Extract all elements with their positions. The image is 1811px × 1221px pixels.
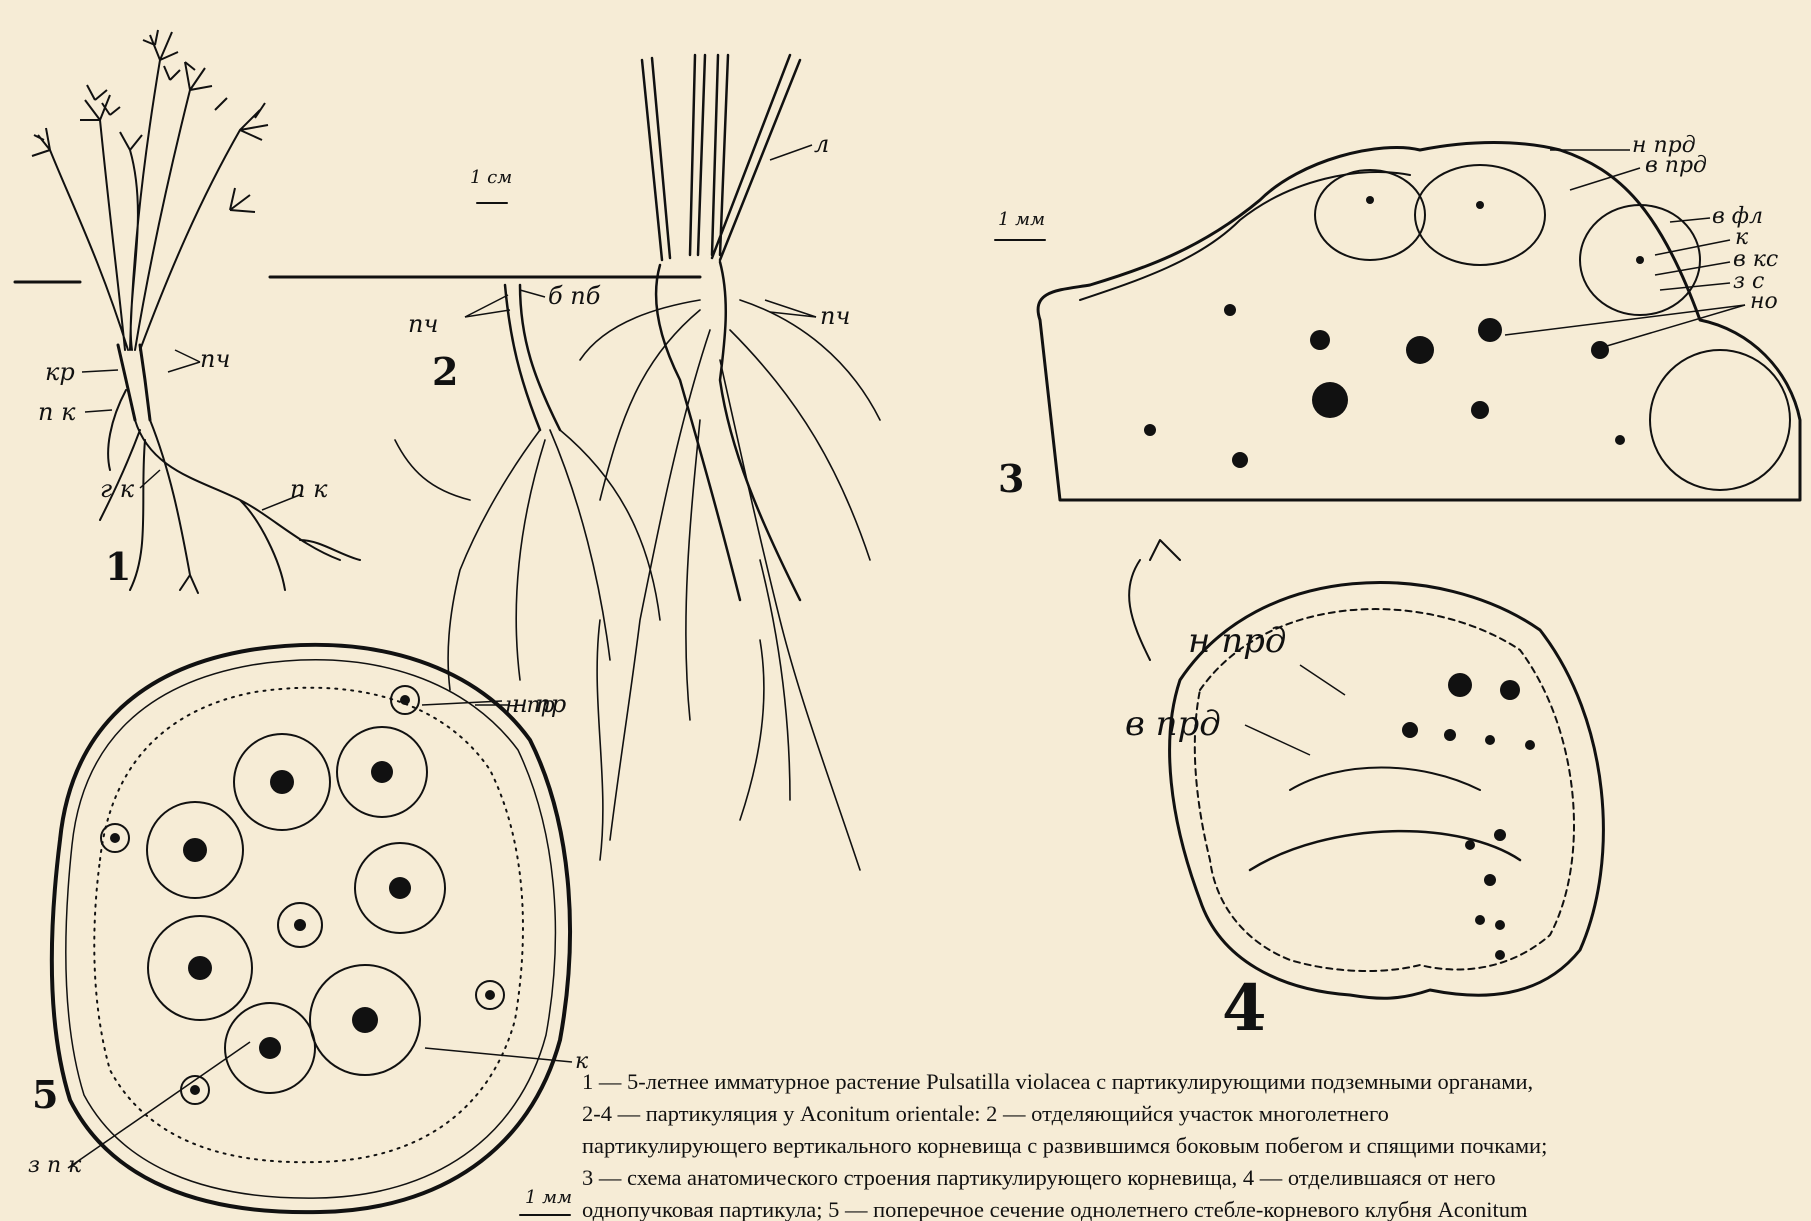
label-fig2-pch-left: пч bbox=[408, 310, 438, 338]
caption-line-2: 2-4 — партикуляция у Aconitum orientale:… bbox=[582, 1098, 1811, 1130]
scale-bar-label-fig5: 1 мм bbox=[525, 1187, 572, 1208]
label-fig1-gk: г к bbox=[100, 475, 135, 503]
figure-4-drawing bbox=[1129, 540, 1603, 998]
caption-line-4: 3 — схема анатомического строения партик… bbox=[582, 1162, 1811, 1194]
caption-line-1: 1 — 5-летнее имматурное растение Pulsati… bbox=[582, 1066, 1811, 1098]
label-fig4-n-prd: н прд bbox=[1188, 621, 1286, 661]
scale-bar-label-fig3: 1 мм bbox=[998, 209, 1045, 230]
figure-number-2: 2 bbox=[432, 349, 458, 394]
label-fig1-kr: кр bbox=[45, 358, 75, 386]
label-fig4-v-prd: в прд bbox=[1125, 704, 1221, 744]
label-fig5-z-p-k: з п к bbox=[28, 1153, 82, 1178]
figure-5-drawing bbox=[52, 645, 570, 1215]
label-fig1-pk-right: п к bbox=[290, 475, 328, 503]
label-fig2-pch-right: пч bbox=[820, 302, 850, 330]
scale-bar-label-fig2: 1 см bbox=[470, 167, 512, 188]
label-fig2-l: л bbox=[814, 130, 829, 158]
figure-3-drawing bbox=[995, 143, 1800, 501]
label-leaders bbox=[68, 145, 1745, 1168]
figure-number-1: 1 bbox=[105, 544, 131, 589]
caption-line-3: партикулирующего вертикального корневища… bbox=[582, 1130, 1811, 1162]
figure-number-4: 4 bbox=[1222, 971, 1267, 1046]
figure-number-5: 5 bbox=[32, 1072, 58, 1117]
label-fig3-no: но bbox=[1750, 289, 1778, 314]
label-fig1-pch: пч bbox=[200, 345, 230, 373]
label-fig5-n-pr: н пр bbox=[505, 693, 555, 718]
label-fig2-b-pb: б пб bbox=[548, 282, 601, 310]
figure-2-drawing bbox=[395, 55, 880, 870]
caption-line-5: однопучковая партикула; 5 — поперечное с… bbox=[582, 1194, 1811, 1221]
figure-caption: 1 — 5-летнее имматурное растение Pulsati… bbox=[582, 1066, 1811, 1221]
label-fig3-v-prd: в прд bbox=[1645, 153, 1707, 178]
figure-1-drawing bbox=[15, 30, 700, 593]
figure-number-3: 3 bbox=[998, 456, 1024, 501]
label-fig1-pk-left: п к bbox=[38, 398, 76, 426]
